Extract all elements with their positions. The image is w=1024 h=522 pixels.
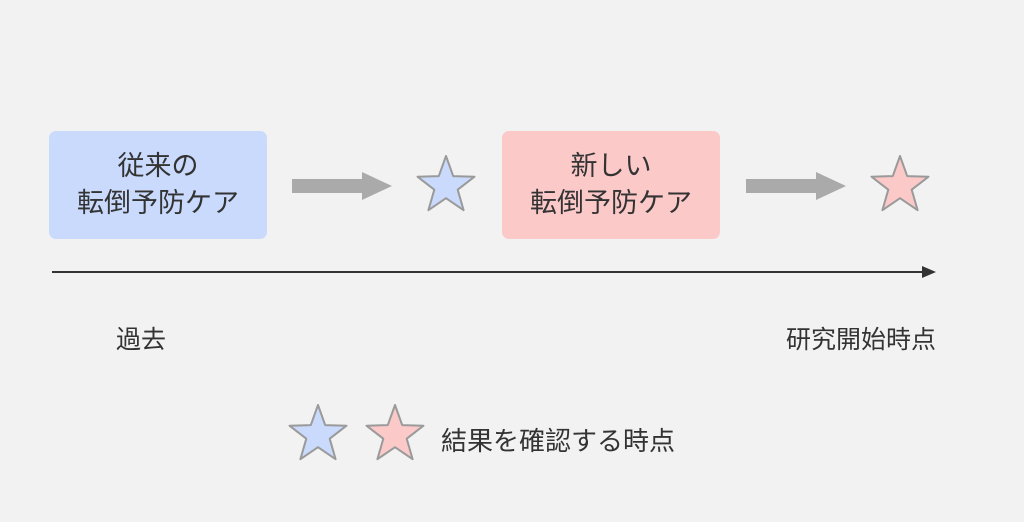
star-icon <box>365 404 425 461</box>
timeline-axis <box>52 266 936 278</box>
right-arrow-icon <box>746 172 846 200</box>
star-icon <box>870 155 930 212</box>
right-arrow-icon <box>292 172 392 200</box>
new-care-line1: 新しい <box>570 151 652 182</box>
conventional-care-line1: 従来の <box>117 151 199 182</box>
conventional-care-box: 従来の 転倒予防ケア <box>49 131 267 239</box>
star-icon <box>416 155 476 212</box>
conventional-care-line2: 転倒予防ケア <box>77 188 239 219</box>
timeline-end-label: 研究開始時点 <box>786 325 937 354</box>
new-care-line2: 転倒予防ケア <box>530 188 692 219</box>
legend-label: 結果を確認する時点 <box>441 427 676 457</box>
new-care-box: 新しい 転倒予防ケア <box>502 131 720 239</box>
star-icon <box>288 404 348 461</box>
timeline-start-label: 過去 <box>116 325 167 354</box>
